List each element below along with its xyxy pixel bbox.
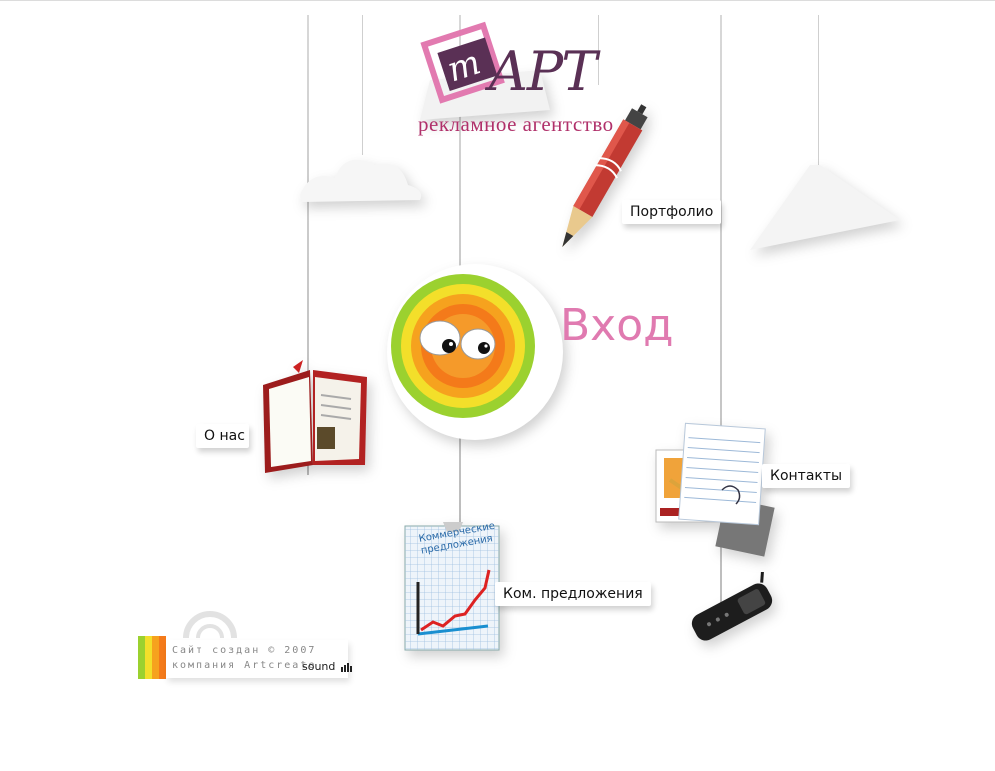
mobile-phone-icon[interactable] <box>680 572 790 642</box>
pencil-icon[interactable] <box>540 95 670 275</box>
contacts-papers-icon[interactable] <box>650 420 785 560</box>
enter-target-icon[interactable] <box>385 262 565 442</box>
copyright-decoration-icon <box>183 611 237 639</box>
book-icon[interactable] <box>255 355 380 480</box>
nav-about-link[interactable]: О нас <box>196 424 249 448</box>
footer-credit-line1: Сайт создан © 2007 <box>172 645 317 656</box>
nav-contacts-link[interactable]: Контакты <box>762 464 851 488</box>
paper-cloud-decoration <box>300 159 422 202</box>
top-border <box>0 0 995 1</box>
hanging-string <box>362 15 363 155</box>
enter-link[interactable]: Вход <box>560 300 674 351</box>
logo-title: АРТ <box>488 40 597 103</box>
footer-color-stripes <box>138 636 166 679</box>
nav-portfolio-link[interactable]: Портфолио <box>622 200 722 224</box>
hanging-string <box>598 15 599 85</box>
logo-tagline: рекламное агентство <box>418 112 614 136</box>
sound-toggle[interactable]: sound <box>302 660 353 673</box>
hanging-string <box>307 15 309 475</box>
paper-lamp-decoration <box>750 165 900 250</box>
sound-label: sound <box>302 660 336 673</box>
footer-card <box>166 640 348 678</box>
logo-mark-icon: m <box>420 21 505 104</box>
footer-credit-line2: компания Artcreate <box>172 660 317 671</box>
sound-bars-icon <box>340 663 352 672</box>
nav-offers-link[interactable]: Ком. предложения <box>495 582 651 606</box>
hanging-string <box>818 15 819 195</box>
offers-chart-card-icon[interactable] <box>403 522 503 654</box>
hanging-string <box>720 15 722 625</box>
